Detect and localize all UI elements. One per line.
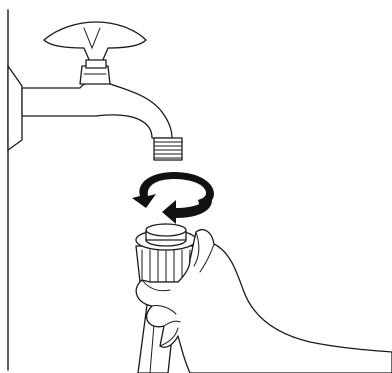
hand-icon (135, 229, 392, 373)
faucet-icon (7, 21, 183, 161)
rotate-arrows-icon (132, 172, 214, 224)
